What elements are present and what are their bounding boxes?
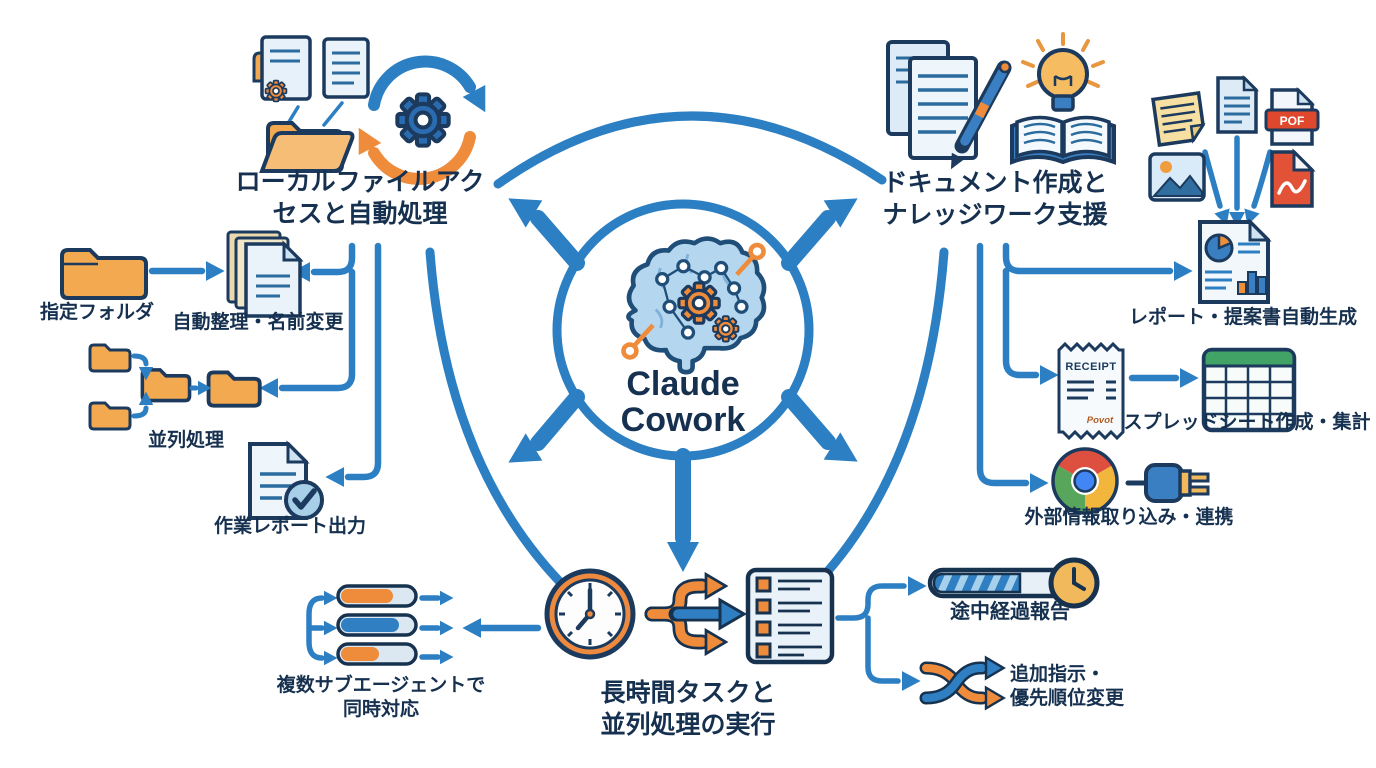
spreadsheet-label: スプレッドシート作成・集計 bbox=[1123, 412, 1371, 433]
open-folder-icon bbox=[259, 121, 355, 173]
brain-icon bbox=[602, 222, 774, 375]
text-file-icon bbox=[1212, 74, 1262, 136]
subagent-bars-icon bbox=[336, 584, 420, 668]
document-stack-icon bbox=[222, 230, 304, 320]
receipt-title-text: RECEIPT bbox=[1065, 361, 1116, 373]
light-rays-icon bbox=[1021, 32, 1105, 88]
fork-arrows-icon bbox=[644, 566, 747, 662]
subagents-label: 複数サブエージェントで 同時対応 bbox=[276, 675, 486, 721]
browser-chrome-icon bbox=[1050, 446, 1120, 516]
report-chart-icon bbox=[1192, 218, 1276, 306]
plug-icon bbox=[1125, 452, 1212, 514]
folder-merge-icon bbox=[88, 340, 284, 452]
file-automation-icon bbox=[240, 25, 490, 185]
radiating-arrows bbox=[508, 198, 858, 572]
lightbulb-book-icon bbox=[1008, 30, 1118, 165]
parallel-label: 並列処理 bbox=[147, 430, 224, 451]
bottom-left-connectors bbox=[306, 590, 542, 666]
sync-gear-icon bbox=[358, 55, 486, 185]
external-info-label: 外部情報取り込み・連携 bbox=[1024, 507, 1234, 528]
document-icon bbox=[322, 37, 370, 99]
bottom-right-connectors bbox=[835, 576, 927, 691]
long-tasks-title: 長時間タスクと 並列処理の実行 bbox=[600, 679, 776, 739]
left-branch-lines bbox=[148, 242, 382, 487]
task-checklist-icon bbox=[744, 566, 836, 666]
receipt-icon: RECEIPT Povot bbox=[1054, 338, 1128, 444]
auto-organize-label: 自動整理・名前変更 bbox=[172, 312, 344, 333]
converge-arrows bbox=[1202, 135, 1273, 227]
center-title-line2: Cowork bbox=[620, 401, 746, 440]
center-title: Claude Cowork bbox=[583, 366, 783, 438]
report-generation-label: レポート・提案書自動生成 bbox=[1128, 307, 1357, 328]
work-report-check-icon bbox=[234, 438, 338, 530]
work-report-label: 作業レポート出力 bbox=[213, 516, 366, 537]
progress-bar-clock-icon bbox=[927, 556, 1100, 614]
documents-title: ドキュメント作成と ナレッジワーク支援 bbox=[882, 169, 1108, 229]
source-folder-icon bbox=[56, 240, 152, 304]
clock-icon bbox=[542, 566, 638, 662]
bar-chart-icon bbox=[1237, 271, 1267, 295]
source-folder-label: 指定フォルダ bbox=[39, 302, 154, 323]
right-branch-lines bbox=[976, 242, 1199, 493]
local-files-title: ローカルファイルアク セスと自動処理 bbox=[235, 168, 485, 228]
sticky-note-icon bbox=[1148, 88, 1210, 150]
receipt-brand-text: Povot bbox=[1087, 415, 1114, 426]
gear-icon bbox=[677, 281, 721, 325]
spreadsheet-icon bbox=[1200, 344, 1298, 436]
small-gear-icon bbox=[712, 315, 740, 343]
documents-pen-icon bbox=[884, 36, 1016, 170]
pdf-file-icon: POF bbox=[1264, 86, 1320, 148]
progress-report-label: 途中経過報告 bbox=[950, 601, 1070, 623]
adobe-pdf-icon bbox=[1264, 148, 1318, 210]
document-gear-icon bbox=[260, 35, 312, 103]
shuffle-arrows-icon bbox=[919, 650, 1008, 726]
pdf-badge-text: POF bbox=[1280, 114, 1305, 128]
priority-change-label: 追加指示・ 優先順位変更 bbox=[1010, 664, 1125, 710]
image-file-icon bbox=[1148, 152, 1206, 202]
outer-arcs bbox=[425, 111, 949, 587]
pen-icon bbox=[950, 60, 1012, 170]
center-title-line1: Claude bbox=[626, 365, 740, 403]
